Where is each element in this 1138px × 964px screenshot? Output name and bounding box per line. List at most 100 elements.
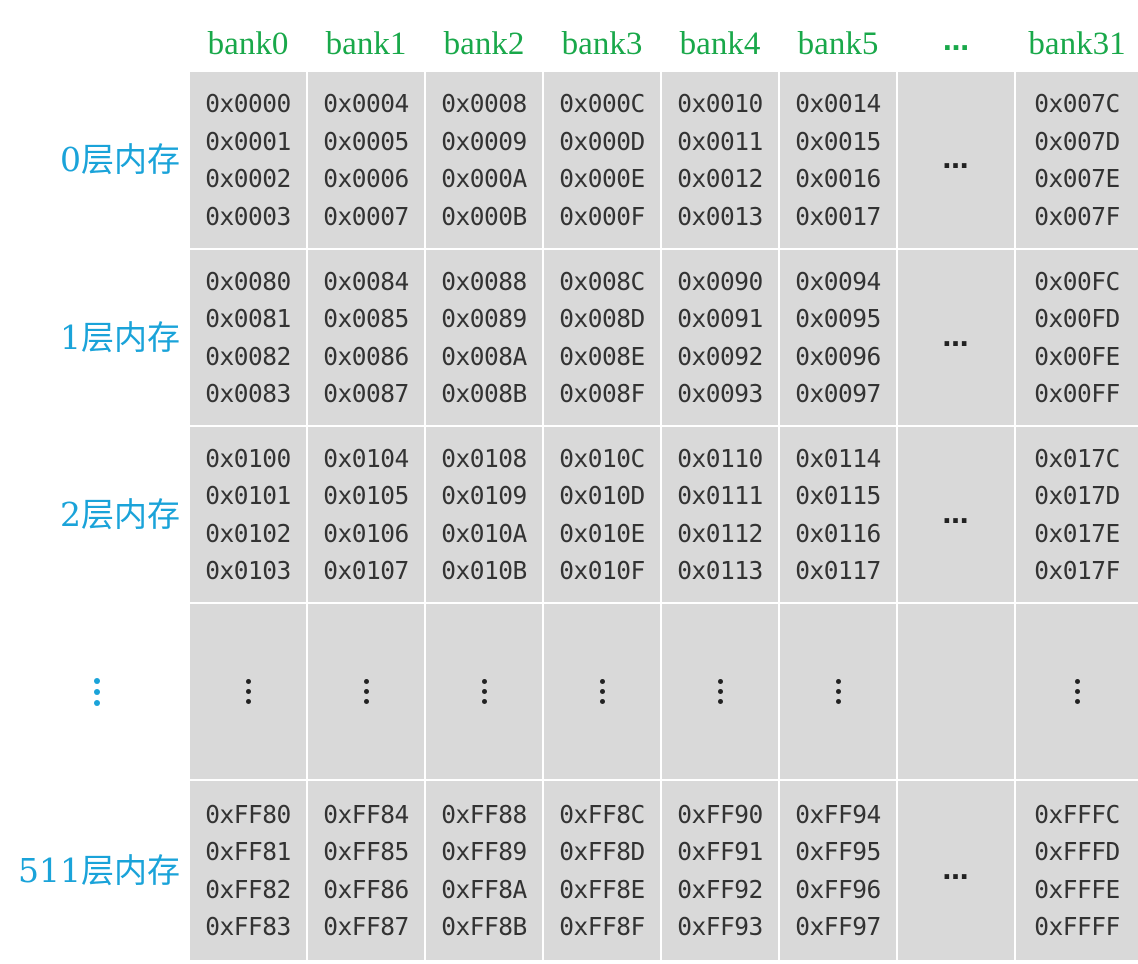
- address-label: 0xFF97: [795, 912, 881, 941]
- vertical-ellipsis-icon: [245, 679, 251, 704]
- address-label: 0x00FD: [1034, 304, 1120, 333]
- address-label: 0xFF84: [323, 799, 409, 829]
- address-label: 0x00FC: [1034, 266, 1120, 296]
- address-label: 0x0082: [205, 341, 291, 371]
- address-label: 0xFF8E: [559, 874, 645, 904]
- memory-cell: [426, 604, 542, 779]
- address-label: 0x010F: [559, 556, 645, 585]
- address-label: 0x000E: [559, 164, 645, 193]
- address-label: 0x008D: [559, 304, 645, 333]
- address-label: 0x007C: [1034, 89, 1120, 118]
- address-label: 0xFF8B: [441, 912, 527, 941]
- address-label: 0xFF94: [795, 799, 881, 829]
- memory-cell: [780, 604, 896, 779]
- address-label: 0x0000: [205, 89, 291, 118]
- bank-header-ellipsis: …: [943, 27, 969, 57]
- address-label: 0xFF89: [441, 837, 527, 866]
- vertical-ellipsis-icon: [363, 679, 369, 704]
- vertical-ellipsis-icon: [599, 679, 605, 704]
- address-label: 0x0090: [677, 266, 763, 296]
- address-label: 0x0005: [323, 126, 409, 156]
- address-label: 0x0091: [677, 304, 763, 333]
- address-label: 0x0096: [795, 341, 881, 371]
- address-label: 0x0115: [795, 481, 881, 510]
- address-label: 0x010C: [559, 443, 645, 473]
- address-label: 0x0016: [795, 164, 881, 193]
- horizontal-ellipsis-icon: …: [942, 499, 970, 530]
- memory-cell: [544, 604, 660, 779]
- address-label: 0x0110: [677, 443, 763, 473]
- address-label: 0xFF92: [677, 874, 763, 904]
- address-label: 0x008A: [441, 341, 527, 371]
- address-label: 0x0116: [795, 518, 881, 548]
- address-label: 0x0014: [795, 89, 881, 118]
- address-label: 0xFF95: [795, 837, 881, 866]
- row-label-2: 2层内存: [60, 495, 180, 534]
- address-label: 0xFFFD: [1034, 837, 1120, 866]
- address-label: 0x0093: [677, 379, 763, 408]
- address-label: 0x0107: [323, 556, 409, 585]
- memory-cell: 0x010C 0x010D 0x010E 0x010F: [544, 427, 660, 602]
- address-label: 0x0080: [205, 266, 291, 296]
- address-label: 0x008F: [559, 379, 645, 408]
- address-label: 0x017E: [1034, 518, 1120, 548]
- address-label: 0x0086: [323, 341, 409, 371]
- memory-cell: …: [898, 427, 1014, 602]
- address-label: 0xFFFE: [1034, 874, 1120, 904]
- address-label: 0x0097: [795, 379, 881, 408]
- address-label: 0xFF90: [677, 799, 763, 829]
- bank-header-0: bank0: [207, 26, 289, 62]
- address-label: 0x017C: [1034, 443, 1120, 473]
- memory-cell: …: [898, 781, 1014, 960]
- address-label: 0xFF93: [677, 912, 763, 941]
- vertical-ellipsis-icon: [1074, 679, 1080, 704]
- horizontal-ellipsis-icon: …: [942, 145, 970, 175]
- address-label: 0x010A: [441, 518, 527, 548]
- address-label: 0xFFFC: [1034, 799, 1120, 829]
- address-label: 0x000A: [441, 164, 527, 193]
- address-label: 0xFF8D: [559, 837, 645, 866]
- address-label: 0x0105: [323, 481, 409, 510]
- address-label: 0x007E: [1034, 164, 1120, 193]
- address-label: 0x0010: [677, 89, 763, 118]
- address-label: 0xFF87: [323, 912, 409, 941]
- address-label: 0x0101: [205, 481, 291, 510]
- address-label: 0xFF8F: [559, 912, 645, 941]
- address-label: 0xFF88: [441, 799, 527, 829]
- horizontal-ellipsis-icon: …: [942, 322, 970, 353]
- address-label: 0x007D: [1034, 126, 1120, 156]
- address-label: 0xFF91: [677, 837, 763, 866]
- address-label: 0x0007: [323, 201, 409, 231]
- address-label: 0xFFFF: [1034, 912, 1120, 941]
- bank-header-2: bank2: [443, 26, 525, 62]
- address-label: 0x017F: [1034, 556, 1120, 585]
- vertical-ellipsis-icon: [481, 679, 487, 704]
- address-label: 0x010D: [559, 481, 645, 510]
- address-label: 0x0002: [205, 164, 291, 193]
- address-label: 0x0106: [323, 518, 409, 548]
- memory-cell: 0xFF90 0xFF91 0xFF92 0xFF93: [662, 781, 778, 960]
- address-label: 0x0088: [441, 266, 527, 296]
- address-label: 0x010E: [559, 518, 645, 548]
- bank-header-1: bank1: [325, 26, 407, 62]
- memory-cell: …: [898, 250, 1014, 425]
- address-label: 0x0006: [323, 164, 409, 193]
- address-label: 0x0083: [205, 379, 291, 408]
- address-label: 0x0108: [441, 443, 527, 473]
- address-label: 0x00FF: [1034, 379, 1120, 408]
- memory-cell: [308, 604, 424, 779]
- address-label: 0x0081: [205, 304, 291, 333]
